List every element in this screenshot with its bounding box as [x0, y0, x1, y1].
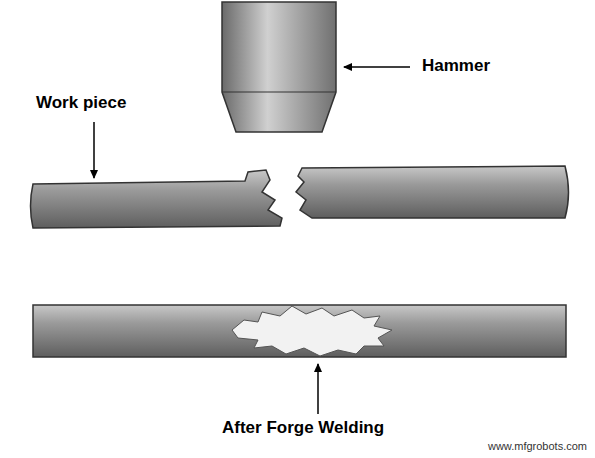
part-label: After Forge Welding — [222, 418, 384, 438]
part-label: Hammer — [422, 56, 490, 76]
leader-arrow — [93, 122, 95, 178]
workpiece-left — [31, 170, 283, 228]
watermark: www.mfgrobots.com — [488, 440, 587, 452]
hammer — [222, 2, 336, 132]
weld-zone — [232, 306, 392, 356]
welded-bar — [33, 305, 566, 357]
workpiece-right — [296, 166, 569, 218]
part-label: Work piece — [36, 93, 126, 113]
leader-arrow — [317, 364, 319, 414]
leader-arrow — [344, 66, 410, 68]
